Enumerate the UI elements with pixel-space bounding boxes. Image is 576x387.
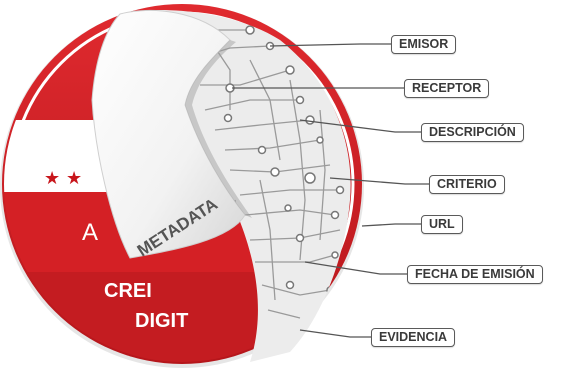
badge-text-partial-1: A <box>82 219 98 246</box>
star-icon: ★ <box>44 168 60 189</box>
callout-fecha-de-emision: FECHA DE EMISIÓN <box>407 265 543 284</box>
callout-evidencia: EVIDENCIA <box>371 328 456 347</box>
callout-leader-lines <box>232 43 430 338</box>
callout-receptor: RECEPTOR <box>404 79 490 98</box>
peel-sticker <box>91 9 246 259</box>
badge-text-partial-2: CREI <box>104 280 152 302</box>
badge-text-partial-3: DIGIT <box>135 310 188 332</box>
callout-url: URL <box>421 215 463 234</box>
peel-sticker-shadow <box>185 40 252 218</box>
star-icon: ★ <box>66 168 82 189</box>
callout-descripcion: DESCRIPCIÓN <box>421 123 524 142</box>
callout-emisor: EMISOR <box>391 35 457 54</box>
callout-criterio: CRITERIO <box>429 175 505 194</box>
